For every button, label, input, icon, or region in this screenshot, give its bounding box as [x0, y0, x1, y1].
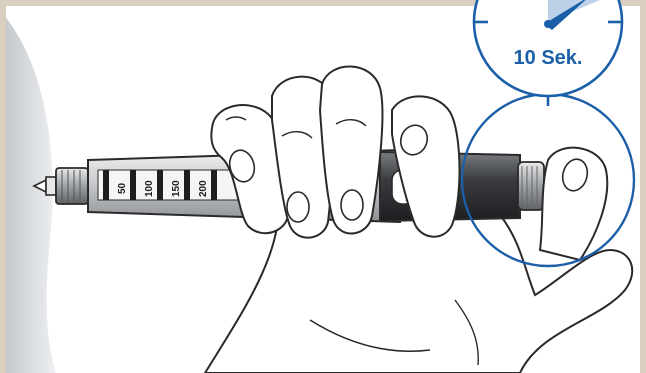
pen-scale-label: 200	[198, 180, 209, 197]
timer-label: 10 Sek.	[514, 47, 583, 69]
pen-scale-label: 100	[144, 180, 155, 197]
pen-scale-label: 50	[117, 182, 128, 194]
stopwatch-hub	[544, 20, 552, 28]
fingernail	[341, 190, 363, 220]
fingernail	[287, 192, 309, 222]
pen-thread	[56, 168, 88, 204]
pen-needle-hub	[46, 177, 56, 195]
pen-scale-label: 150	[171, 180, 182, 197]
